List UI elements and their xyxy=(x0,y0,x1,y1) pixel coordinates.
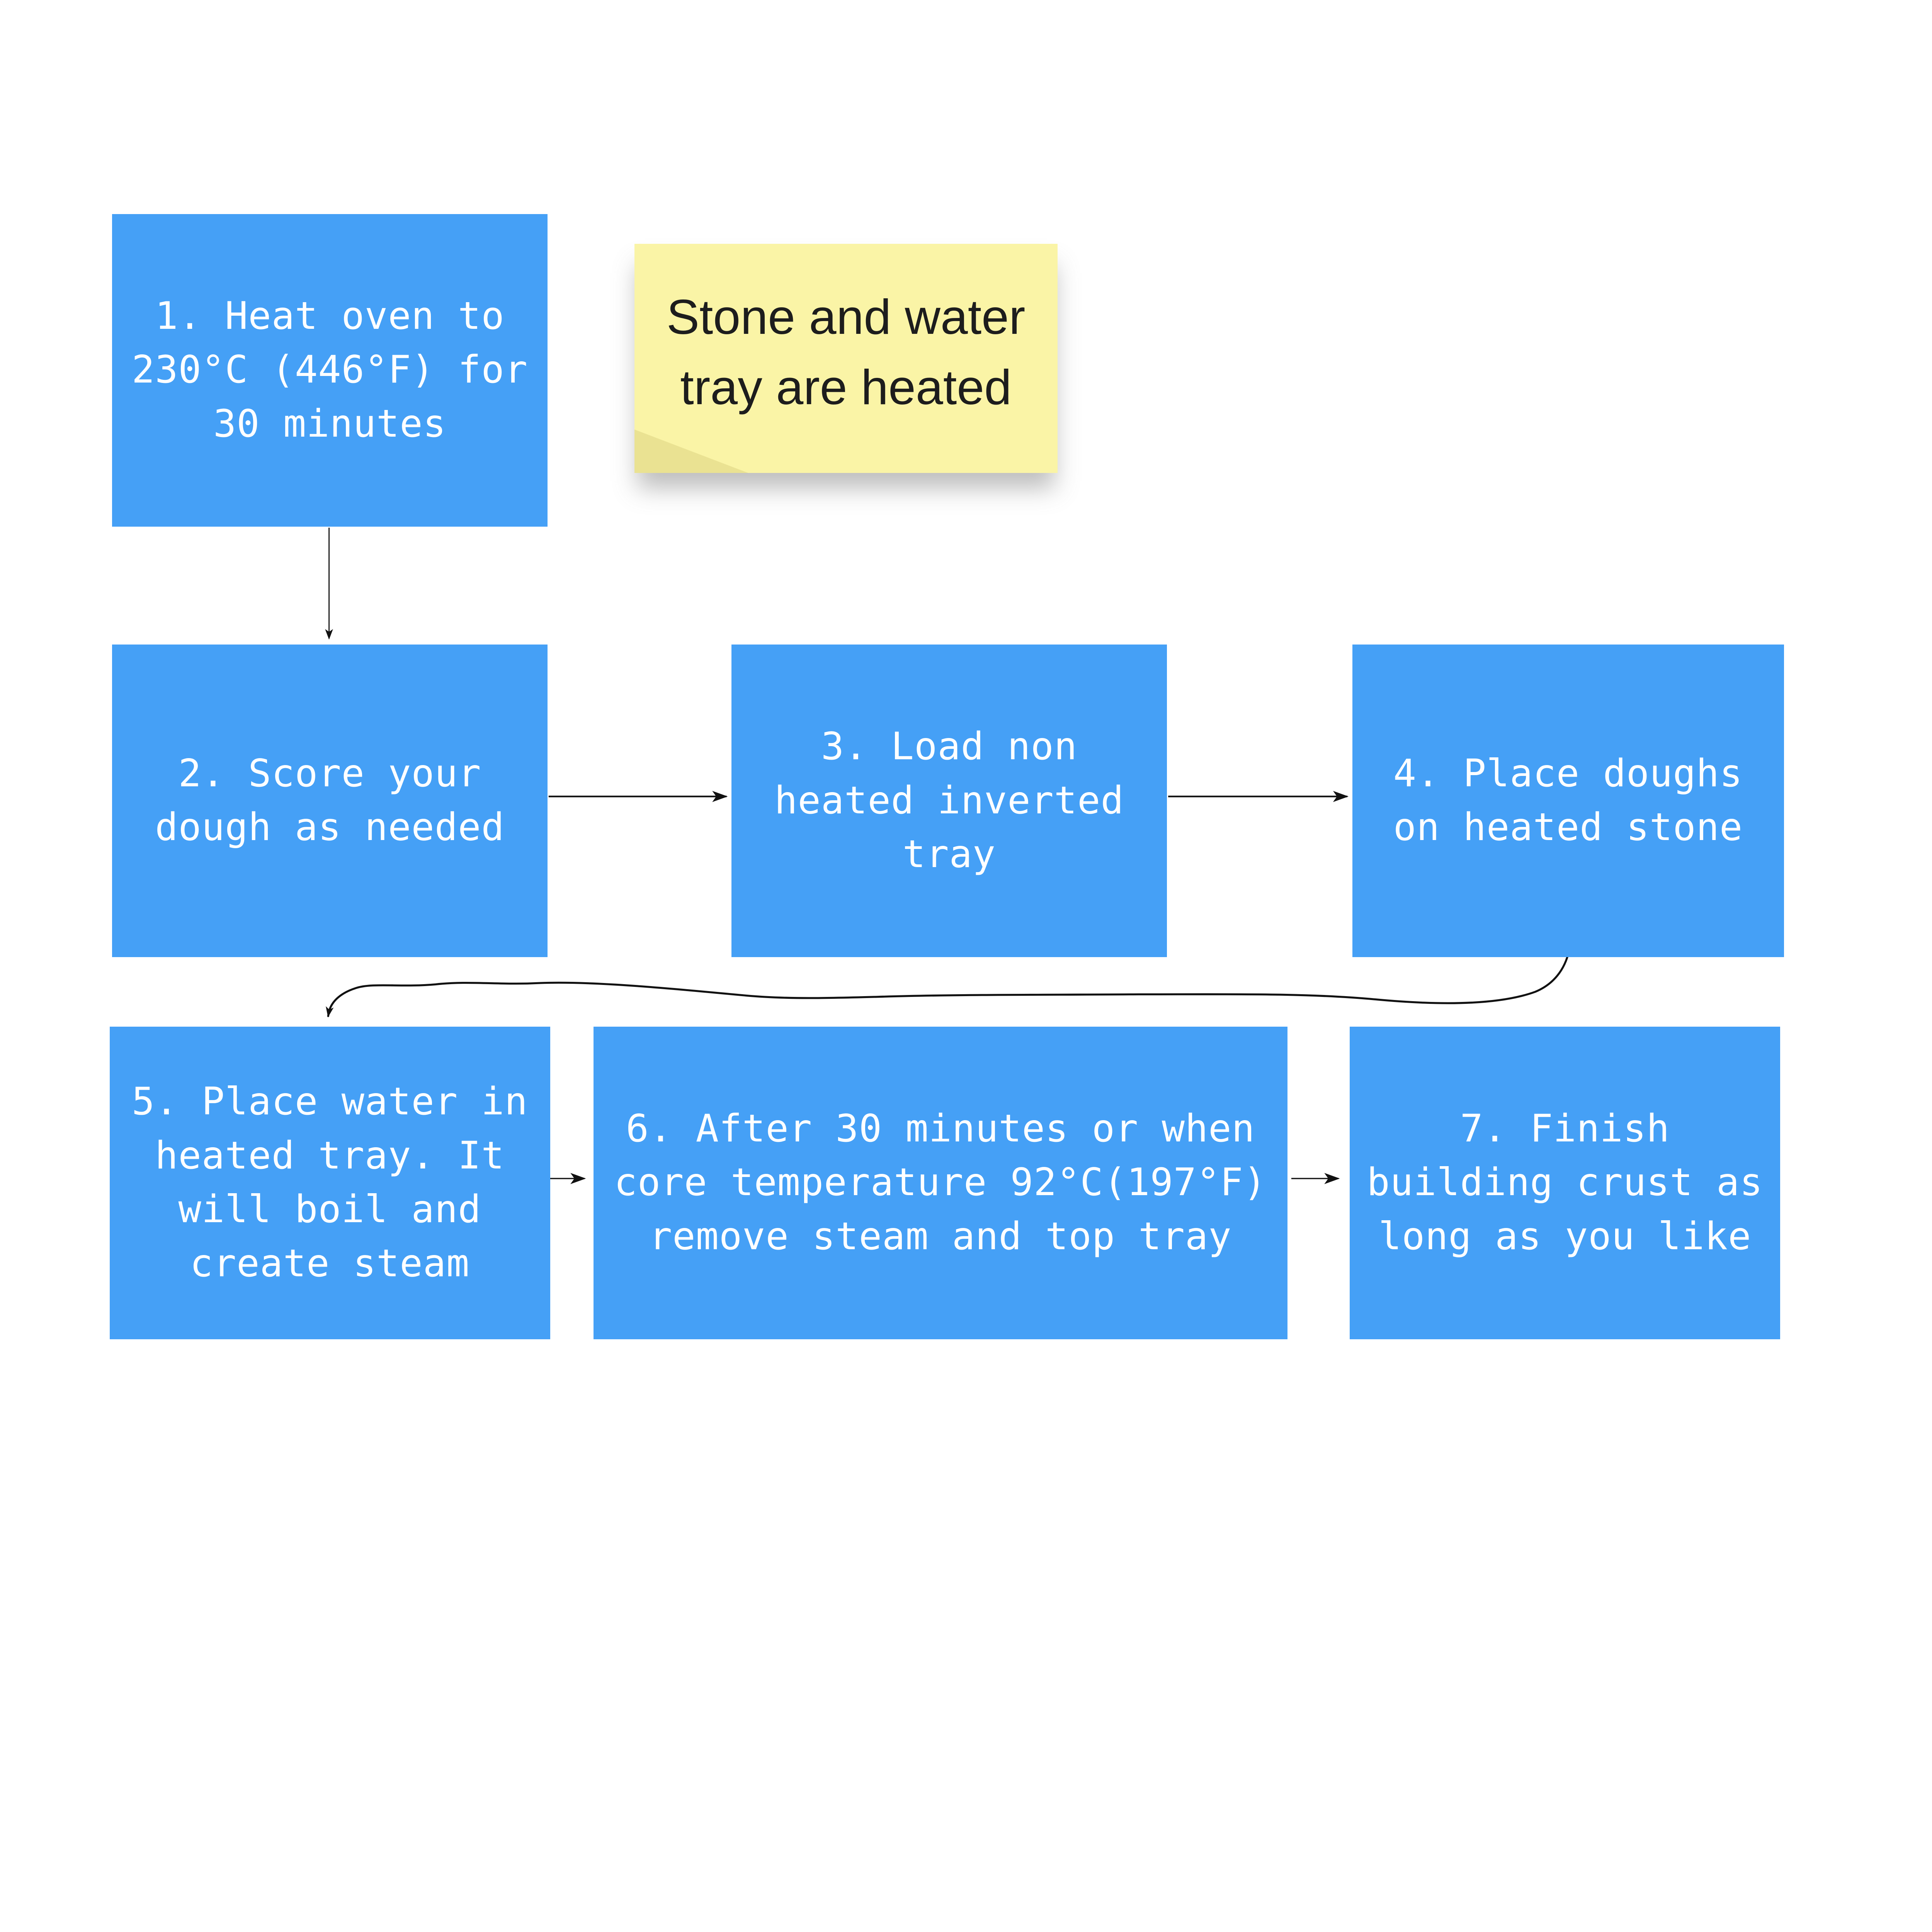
flowchart-canvas: 1. Heat oven to 230°C (446°F) for 30 min… xyxy=(109,214,1784,1339)
sticky-note-text: Stone and water tray are heated xyxy=(666,290,1026,415)
sticky-note: Stone and water tray are heated xyxy=(634,244,1058,473)
arrow-step4-to-step5-curve xyxy=(326,945,1571,1017)
flow-step-5-label: 5. Place water in heated tray. It will b… xyxy=(131,1079,528,1286)
flow-step-3: 3. Load non heated inverted tray xyxy=(731,645,1167,957)
flow-step-1: 1. Heat oven to 230°C (446°F) for 30 min… xyxy=(112,214,548,527)
flow-step-1-label: 1. Heat oven to 230°C (446°F) for 30 min… xyxy=(131,294,528,446)
flow-step-2-label: 2. Score your dough as needed xyxy=(155,751,505,850)
flow-step-6: 6. After 30 minutes or when core tempera… xyxy=(593,1026,1287,1339)
flow-step-3-label: 3. Load non heated inverted tray xyxy=(774,724,1124,877)
flow-step-2: 2. Score your dough as needed xyxy=(112,645,548,957)
flow-step-4-label: 4. Place doughs on heated stone xyxy=(1393,751,1743,850)
flow-step-7-label: 7. Finish building crust as long as you … xyxy=(1367,1106,1763,1259)
flow-step-6-label: 6. After 30 minutes or when core tempera… xyxy=(614,1106,1267,1259)
flow-step-5: 5. Place water in heated tray. It will b… xyxy=(109,1026,550,1339)
flow-step-7: 7. Finish building crust as long as you … xyxy=(1350,1026,1780,1339)
connectors-layer xyxy=(325,527,1571,1184)
flow-step-4: 4. Place doughs on heated stone xyxy=(1352,645,1784,957)
